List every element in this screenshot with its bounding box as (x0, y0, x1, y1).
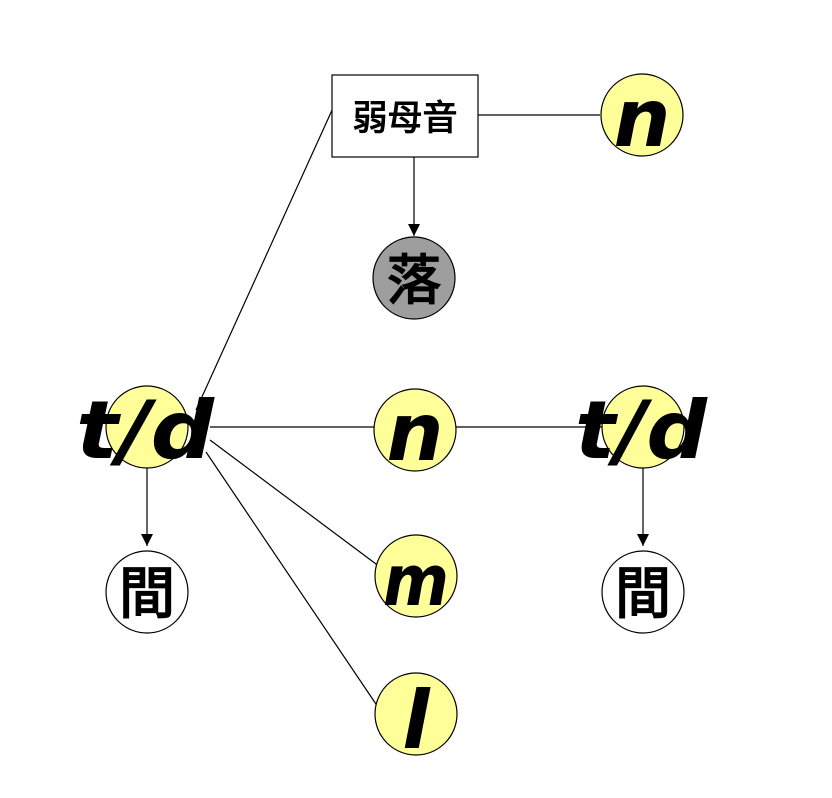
n-top-node: n (600, 72, 684, 165)
weak-vowel-box: 弱母音 (331, 74, 479, 158)
between-right-label: 間 (615, 562, 671, 627)
td-right-label: t/d (575, 384, 708, 477)
n-mid-label: n (387, 386, 444, 479)
edge-td-left-to-m (209, 439, 381, 568)
n-top-circle (600, 73, 684, 157)
td-left-label: t/d (76, 384, 215, 477)
td-right-circle (601, 385, 685, 469)
l-label: l (402, 674, 431, 767)
edge-td-left-to-l (205, 451, 381, 711)
drop-circle (372, 236, 456, 320)
m-circle (374, 534, 458, 618)
edge-weakvowel-to-td-left (195, 107, 334, 411)
drop-label: 落 (387, 249, 442, 312)
n-top-label: n (614, 72, 671, 165)
n-mid-circle (373, 388, 457, 472)
between-right-circle (601, 550, 685, 634)
td-left-node: t/d (76, 384, 215, 477)
drop-node: 落 (372, 236, 456, 320)
l-node: l (374, 672, 458, 767)
between-left-node: 間 (105, 550, 189, 634)
m-node: m (374, 534, 458, 622)
td-right-node: t/d (575, 384, 708, 477)
weak-vowel-label: 弱母音 (352, 98, 457, 139)
between-right-node: 間 (601, 550, 685, 634)
td-left-circle (105, 385, 189, 469)
between-left-label: 間 (119, 562, 175, 627)
between-left-circle (105, 550, 189, 634)
n-mid-node: n (373, 386, 457, 479)
l-circle (374, 672, 458, 756)
m-label: m (383, 540, 449, 622)
